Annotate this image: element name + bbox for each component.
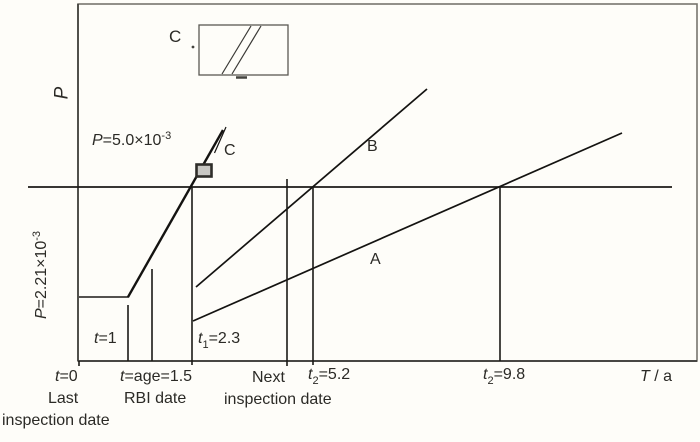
x-axis-label: T / a bbox=[640, 368, 673, 385]
curve-c-threshold-marker bbox=[195, 163, 213, 178]
curve-b-label: B bbox=[367, 138, 378, 155]
inset-parallel-line-2 bbox=[231, 25, 262, 75]
label-t1-2.3: t1=2.3 bbox=[198, 330, 241, 351]
curve-a-label: A bbox=[370, 251, 381, 268]
x-tick-next: Next bbox=[252, 369, 285, 386]
inset-parallel-line-1 bbox=[221, 25, 252, 75]
inset-label-dot bbox=[191, 45, 195, 49]
label-t-equals-1: t=1 bbox=[94, 330, 117, 347]
curve-c-line bbox=[126, 129, 225, 298]
label-rbi-date: RBI date bbox=[124, 390, 187, 407]
curve-c-parallel-stroke bbox=[213, 126, 227, 154]
curve-c-label: C bbox=[224, 142, 236, 159]
threshold-probability-label: P=5.0×10-3 bbox=[92, 130, 172, 149]
curve-a-line bbox=[192, 132, 623, 322]
x-tick-t2-9.8: t2=9.8 bbox=[483, 366, 526, 387]
x-tick-t0: t=0 bbox=[55, 368, 78, 385]
label-next-inspection-date-line2: inspection date bbox=[224, 391, 332, 408]
inset-label: C bbox=[169, 27, 182, 46]
x-tick-t2-5.2: t2=5.2 bbox=[308, 366, 351, 387]
initial-probability-label: P=2.21×10-3 bbox=[31, 230, 51, 320]
label-last-inspection-date-line2: inspection date bbox=[2, 412, 110, 429]
y-axis-label: P bbox=[51, 86, 73, 100]
plot-border-box bbox=[77, 3, 698, 362]
label-last: Last bbox=[48, 390, 79, 407]
inset-box bbox=[198, 24, 289, 76]
x-tick-t-age: t=age=1.5 bbox=[120, 368, 193, 385]
curve-b-line bbox=[195, 88, 428, 288]
